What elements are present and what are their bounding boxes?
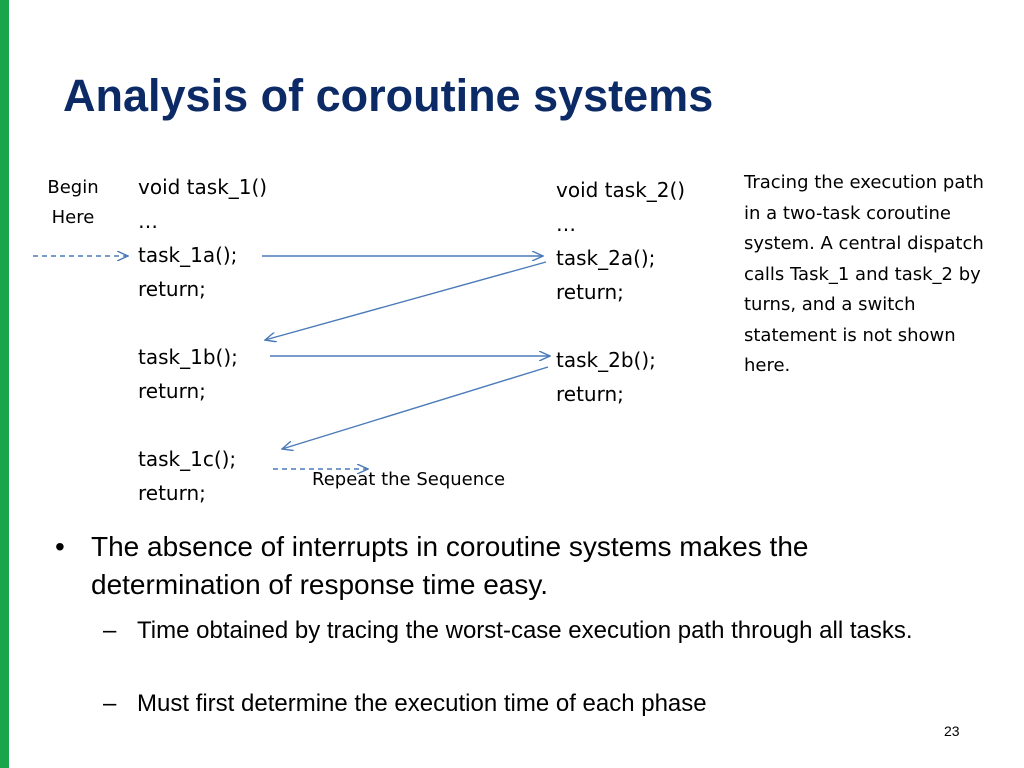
task1-header: void task_1() [138,175,268,199]
arrow-2b-to-1c [282,366,549,449]
task2-header: void task_2() [556,178,686,202]
task2b-call: task_2b(); [556,348,656,372]
dash-icon: – [103,617,117,644]
task2a-call: task_2a(); [556,246,656,270]
task1a-call: task_1a(); [138,243,238,267]
bullet-main-text: The absence of interrupts in coroutine s… [91,531,809,600]
task1-ellipsis: … [138,209,158,233]
task2b-return: return; [556,382,624,406]
task1b-return: return; [138,379,206,403]
task2-ellipsis: … [556,212,576,236]
task2a-return: return; [556,280,624,304]
slide-title: Analysis of coroutine systems [63,70,714,121]
arrow-2a-to-1b [265,261,547,340]
task1c-call: task_1c(); [138,447,237,471]
diagram-note: Tracing the execution path in a two-task… [744,172,984,376]
repeat-label: Repeat the Sequence [312,469,506,490]
begin-label-line2: Here [51,207,95,228]
bullet-dot-icon: • [55,531,65,562]
sub-bullet-1-text: Time obtained by tracing the worst-case … [137,617,913,644]
task1b-call: task_1b(); [138,345,238,369]
begin-here-label: Begin Here [38,173,108,233]
task1a-return: return; [138,277,206,301]
begin-label-line1: Begin [47,177,99,198]
page-number: 23 [944,723,960,739]
task2-code: void task_2() … task_2a(); return; task_… [556,173,685,411]
dash-icon: – [103,690,117,717]
accent-bar [0,0,9,768]
sub-bullet-2-text: Must first determine the execution time … [137,690,707,717]
task1-code: void task_1() … task_1a(); return; task_… [138,170,267,510]
task1c-return: return; [138,481,206,505]
